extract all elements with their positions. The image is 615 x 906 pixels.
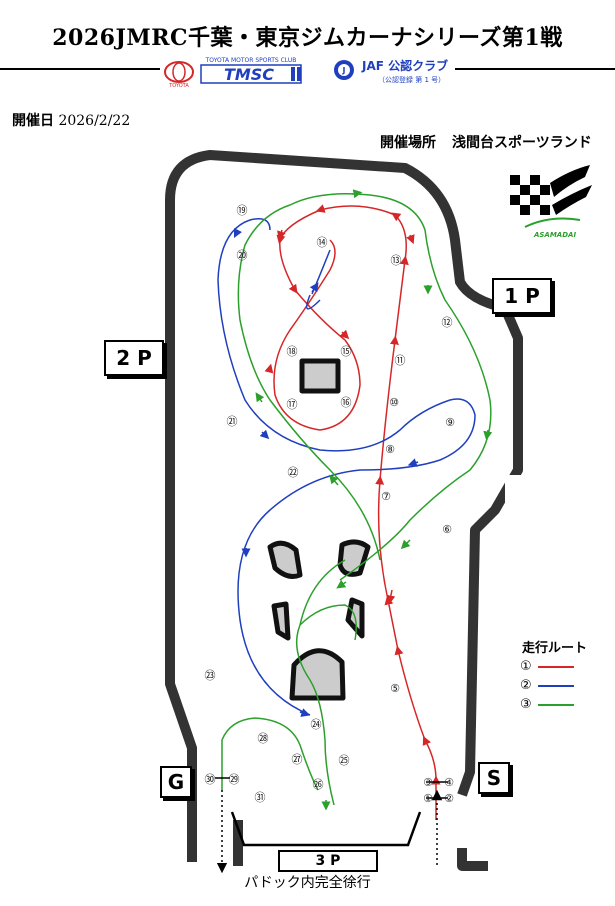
marker-15: ⑮	[341, 345, 352, 358]
route-2-blue	[217, 218, 476, 717]
legend-item-3: ③	[520, 697, 574, 712]
tmsc-text: TMSC	[224, 65, 274, 84]
paddock-note: パドック内完全徐行	[244, 875, 371, 891]
goal-marker: G	[160, 766, 192, 798]
event-venue: 開催場所浅間台スポーツランド	[380, 132, 592, 152]
checkpoint-markers: ① ② ③ ④ ⑤ ⑥ ⑦ ⑧ ⑨ ⑩ ⑪ ⑫ ⑬ ⑭ ⑮ ⑯ ⑰ ⑱ ⑲ ⑳ …	[205, 204, 456, 805]
header-rule-left	[0, 68, 160, 70]
marker-11: ⑪	[395, 354, 406, 367]
marker-25: ㉕	[339, 754, 350, 767]
tmsc-logo: TOYOTA TOYOTA MOTOR SPORTS CLUB TMSC	[163, 55, 313, 93]
start-finish-lines	[215, 777, 448, 874]
marker-22: ㉒	[288, 466, 299, 479]
marker-27: ㉗	[292, 753, 303, 766]
jaf-reg-text: （公認登録 第 1 号）	[378, 75, 445, 84]
marker-1: ①	[423, 792, 433, 805]
asamadai-logo-text: ASAMADAI	[533, 231, 576, 239]
marker-21: ㉑	[227, 415, 238, 428]
route-1-red	[264, 204, 441, 820]
marker-14: ⑭	[317, 236, 328, 249]
jaf-logo: J JAF 公認クラブ （公認登録 第 1 号）	[332, 58, 462, 92]
marker-31: ㉛	[255, 791, 266, 804]
marker-13: ⑬	[391, 254, 402, 267]
marker-26: ㉖	[313, 778, 324, 791]
marker-23: ㉓	[205, 669, 216, 682]
marker-2: ②	[444, 792, 454, 805]
legend-item-3-label: ③	[520, 697, 532, 712]
venue-label: 開催場所	[380, 135, 436, 151]
marker-4: ④	[444, 776, 454, 789]
tmsc-top-text: TOYOTA MOTOR SPORTS CLUB	[205, 57, 297, 64]
marker-12: ⑫	[442, 316, 453, 329]
date-value: 2026/2/22	[58, 113, 131, 129]
header-rule-right	[455, 68, 615, 70]
date-label: 開催日	[12, 113, 54, 129]
marker-16: ⑯	[341, 396, 352, 409]
left-block-1	[267, 540, 303, 579]
marker-7: ⑦	[381, 490, 391, 503]
marker-8: ⑧	[385, 443, 395, 456]
route-3-green	[221, 189, 493, 811]
parking-3p: 3 P	[278, 850, 378, 872]
marker-9: ⑨	[445, 416, 455, 429]
legend-item-1-label: ①	[520, 659, 532, 674]
legend-line-blue	[537, 684, 574, 687]
page-title: 2026JMRC千葉・東京ジムカーナシリーズ第1戦	[52, 25, 563, 51]
marker-5: ⑤	[390, 682, 400, 695]
legend-line-red	[537, 665, 574, 668]
marker-24: ㉔	[311, 718, 322, 731]
marker-17: ⑰	[287, 398, 298, 411]
marker-20: ⑳	[237, 249, 248, 262]
marker-29: ㉙	[229, 773, 240, 786]
legend-item-2-label: ②	[520, 678, 532, 693]
parking-2p: 2 P	[104, 340, 164, 376]
parking-1p: 1 P	[492, 278, 552, 314]
legend-title: 走行ルート	[522, 641, 588, 656]
marker-3: ③	[423, 776, 433, 789]
marker-6: ⑥	[442, 523, 452, 536]
left-block-2	[271, 601, 291, 641]
start-marker: S	[478, 762, 510, 794]
event-date: 開催日 2026/2/22	[12, 110, 130, 130]
marker-30: ㉚	[205, 773, 216, 786]
marker-18: ⑱	[287, 345, 298, 358]
marker-19: ⑲	[237, 204, 248, 217]
legend-item-2: ②	[520, 678, 574, 693]
legend-line-green	[537, 703, 574, 706]
toyota-small-text: TOYOTA	[168, 83, 189, 89]
center-pylon-block	[299, 358, 341, 394]
asamadai-logo: ASAMADAI	[510, 165, 592, 239]
svg-text:J: J	[342, 66, 346, 75]
legend-item-1: ①	[520, 659, 574, 674]
paddock-entrance	[230, 811, 422, 847]
marker-28: ㉘	[258, 732, 269, 745]
jaf-name-text: JAF 公認クラブ	[361, 58, 448, 73]
venue-value: 浅間台スポーツランド	[452, 135, 592, 151]
marker-10: ⑩	[389, 396, 399, 409]
